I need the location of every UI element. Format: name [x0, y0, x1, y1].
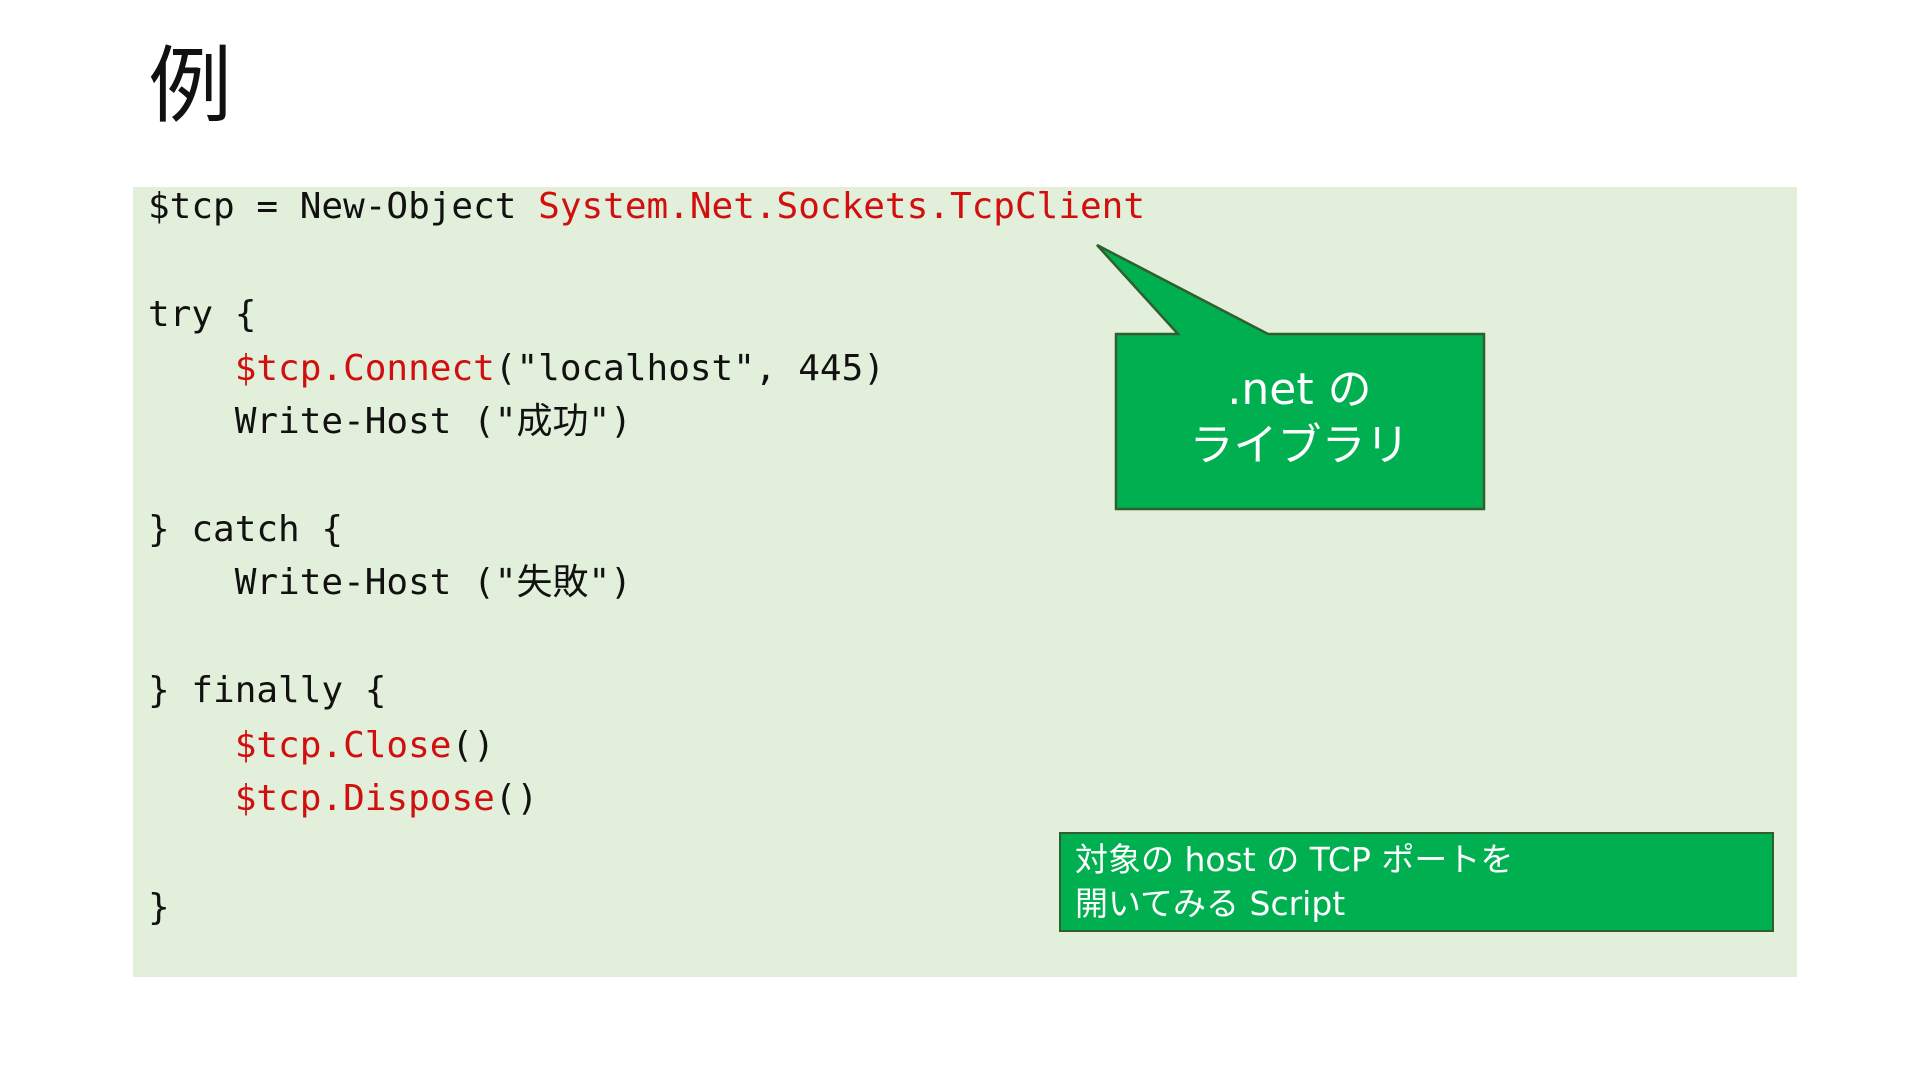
code-method: $tcp.Connect	[234, 348, 495, 389]
code-line-8: $tcp.Close()	[148, 724, 495, 768]
code-text: $tcp = New-Object	[148, 186, 539, 227]
callout-line-2: ライブラリ	[1189, 420, 1410, 471]
callout-shape	[1096, 243, 1486, 511]
note-line-2: 開いてみる Script	[1075, 884, 1346, 923]
code-line-5: } catch {	[148, 509, 344, 550]
code-line-6: Write-Host ("失敗")	[148, 562, 632, 603]
code-line-4: Write-Host ("成功")	[148, 401, 632, 442]
code-line-9: $tcp.Dispose()	[148, 777, 538, 821]
code-args: ()	[494, 778, 539, 819]
slide-title: 例	[148, 37, 233, 135]
note-text: 対象の host の TCP ポートを 開いてみる Script	[1075, 838, 1513, 926]
callout-line-1: .net の	[1227, 364, 1372, 415]
note-box: 対象の host の TCP ポートを 開いてみる Script	[1059, 832, 1774, 932]
code-method: $tcp.Close	[234, 725, 452, 766]
code-class-name: System.Net.Sockets.TcpClient	[538, 186, 1146, 227]
note-line-1: 対象の host の TCP ポートを	[1075, 840, 1514, 879]
code-method: $tcp.Dispose	[234, 778, 495, 819]
code-line-7: } finally {	[148, 670, 387, 711]
code-line-10: }	[148, 887, 170, 928]
callout-text: .net の ライブラリ	[1116, 362, 1483, 474]
code-args: ("localhost", 445)	[494, 348, 885, 389]
code-line-2: try {	[148, 294, 257, 335]
code-line-3: $tcp.Connect("localhost", 445)	[148, 347, 885, 391]
code-args: ()	[451, 725, 495, 766]
code-line-1: $tcp = New-Object System.Net.Sockets.Tcp…	[148, 185, 1145, 229]
